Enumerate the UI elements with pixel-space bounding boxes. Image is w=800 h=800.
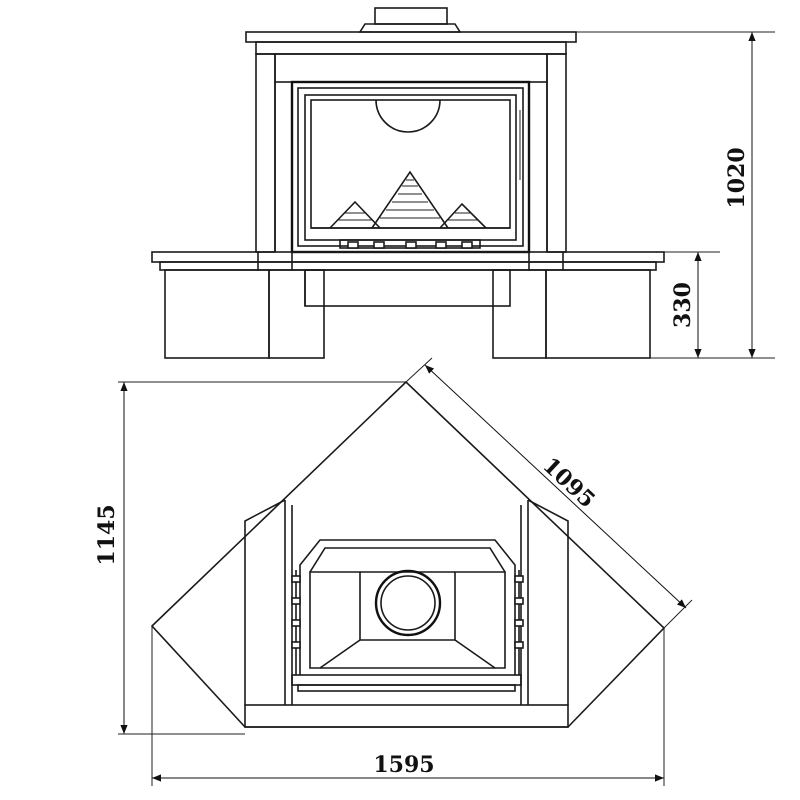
plan-flue-inner <box>380 575 436 631</box>
dimension-label-1595: 1595 <box>373 752 434 778</box>
dimension-front-height: 1020 <box>576 31 775 359</box>
hearth-slab <box>151 251 665 271</box>
dimension-plan-width: 1595 <box>151 626 665 786</box>
flue-collar <box>358 7 462 33</box>
base-blocks <box>164 269 651 359</box>
dimension-label-1145: 1145 <box>94 504 120 565</box>
dimension-label-330: 330 <box>670 282 696 328</box>
grate <box>339 239 481 249</box>
top-cornice <box>245 31 577 83</box>
firebox-front <box>290 80 531 254</box>
plan-firebox <box>291 539 524 692</box>
flue-opening <box>375 99 441 133</box>
front-elevation <box>151 7 665 359</box>
plan-view <box>150 380 666 728</box>
dimension-hearth-height: 330 <box>664 251 720 358</box>
dimension-label-1020: 1020 <box>724 147 750 208</box>
dimension-plan-depth: 1145 <box>94 381 406 735</box>
dimension-label-1095: 1095 <box>538 452 601 513</box>
dimension-diagonal-side: 1095 <box>405 357 693 629</box>
plan-outline <box>150 380 666 728</box>
flame-graphic <box>329 170 487 229</box>
plan-flue-outer <box>374 569 442 637</box>
